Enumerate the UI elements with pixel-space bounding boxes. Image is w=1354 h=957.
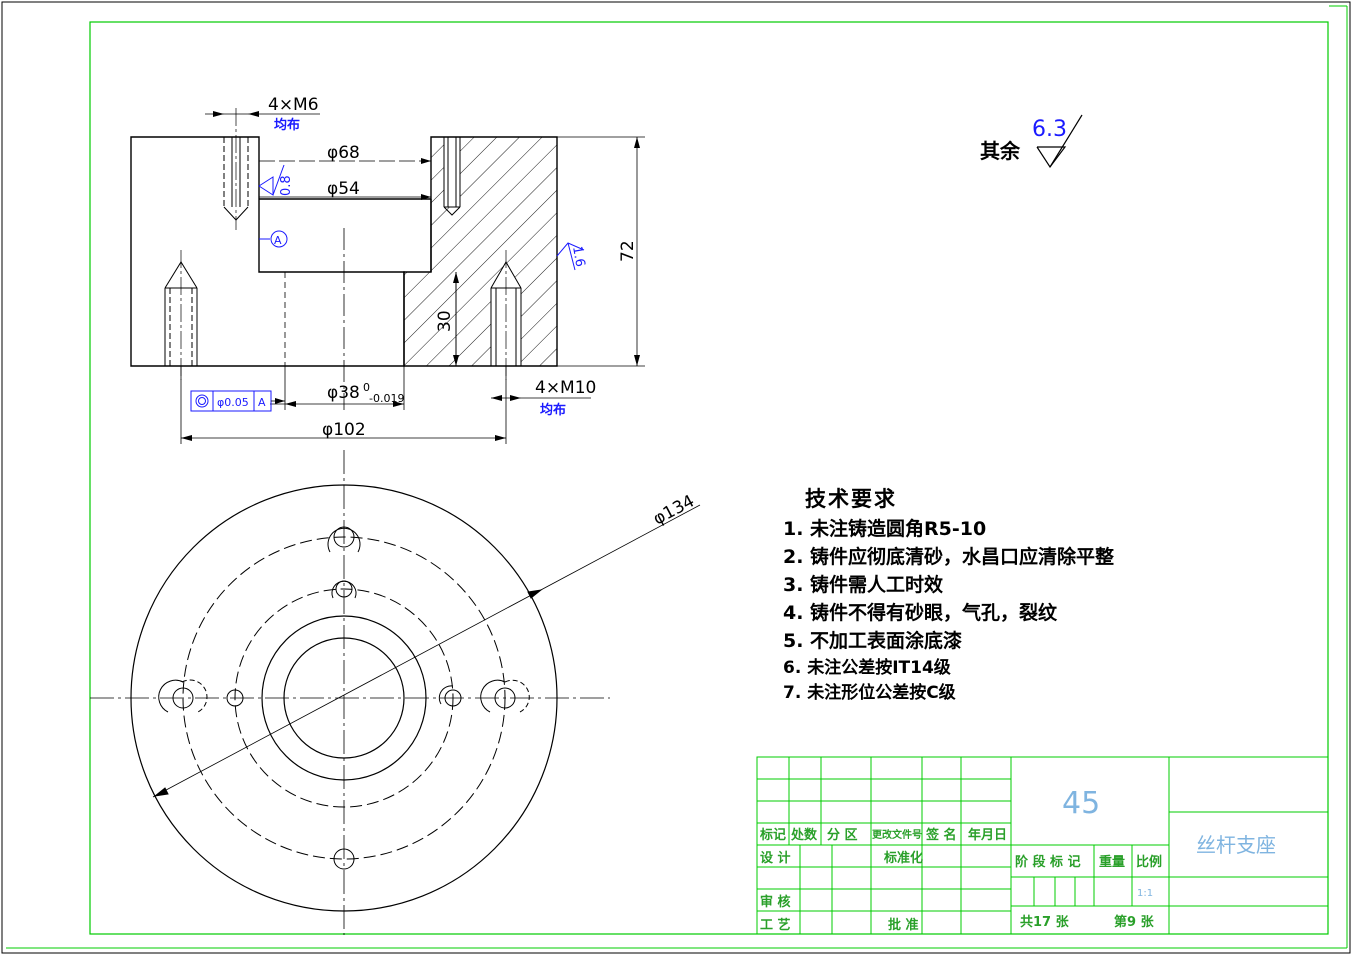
standard-label: 标准化 — [883, 850, 923, 866]
col-zone: 分 区 — [827, 827, 858, 843]
datum-a: A — [274, 234, 282, 247]
total-sheets: 共17 张 — [1020, 914, 1070, 930]
dim-d54: φ54 — [327, 179, 360, 199]
requirement-3: 3. 铸件需人工时效 — [783, 573, 943, 596]
requirement-5: 5. 不加工表面涂底漆 — [783, 629, 962, 652]
drawing-frame — [89, 21, 1329, 935]
part-name: 丝杆支座 — [1196, 833, 1276, 857]
sheet-number: 第9 张 — [1114, 914, 1155, 930]
surface-finish-rest-label: 其余 — [980, 139, 1021, 163]
weight-label: 重量 — [1099, 854, 1125, 870]
tolerance-datum: A — [258, 396, 266, 409]
thread-bottom-note: 均布 — [540, 402, 566, 418]
requirements-title: 技术要求 — [805, 487, 897, 511]
col-date: 年月日 — [968, 827, 1007, 843]
surface-finish-rest-value: 6.3 — [1032, 117, 1067, 142]
thread-bottom-label: 4×M10 — [535, 378, 596, 398]
requirement-2: 2. 铸件应彻底清砂，水昌口应清除平整 — [783, 545, 1114, 568]
dim-d102: φ102 — [322, 420, 366, 440]
requirement-1: 1. 未注铸造圆角R5-10 — [783, 517, 986, 540]
dim-d38-upper: 0 — [363, 381, 370, 394]
plan-view — [90, 450, 701, 935]
col-doc: 更改文件号 — [872, 828, 922, 841]
title-block — [756, 756, 1329, 935]
col-sign: 签 名 — [925, 827, 957, 843]
process-label: 工 艺 — [760, 917, 791, 933]
checker-label: 审 核 — [760, 894, 791, 910]
stage-mark-label: 阶 段 标 记 — [1015, 854, 1081, 870]
requirement-4: 4. 铸件不得有砂眼，气孔，裂纹 — [783, 601, 1058, 624]
requirement-7: 7. 未注形位公差按C级 — [783, 682, 956, 703]
roughness-bore: 0.8 — [279, 175, 294, 196]
tolerance-value: φ0.05 — [217, 396, 249, 409]
dim-d38: φ38 — [327, 383, 360, 403]
requirement-6: 6. 未注公差按IT14级 — [783, 657, 951, 678]
front-section-view: φ68 φ54 72 30 φ38 0 -0.019 φ102 4×M6 均布 … — [130, 95, 645, 444]
material: 45 — [1062, 786, 1100, 821]
dim-h72: 72 — [618, 240, 638, 262]
thread-top-note: 均布 — [274, 117, 300, 133]
scale-label: 比例 — [1136, 854, 1162, 870]
scale-value: 1:1 — [1137, 888, 1153, 899]
approve-label: 批 准 — [888, 917, 919, 933]
dim-d134: φ134 — [650, 491, 698, 529]
thread-top-label: 4×M6 — [268, 95, 319, 115]
dim-h30: 30 — [435, 310, 455, 332]
designer-label: 设 计 — [760, 850, 791, 866]
dim-d38-lower: -0.019 — [369, 392, 404, 405]
roughness-side: 1.6 — [569, 245, 587, 268]
col-count: 处数 — [790, 827, 818, 843]
surface-finish-rest: 其余 6.3 — [980, 114, 1083, 169]
dim-d68: φ68 — [327, 143, 360, 163]
col-mark: 标记 — [759, 827, 786, 843]
technical-requirements: 技术要求 1. 未注铸造圆角R5-10 2. 铸件应彻底清砂，水昌口应清除平整 … — [783, 487, 1114, 703]
